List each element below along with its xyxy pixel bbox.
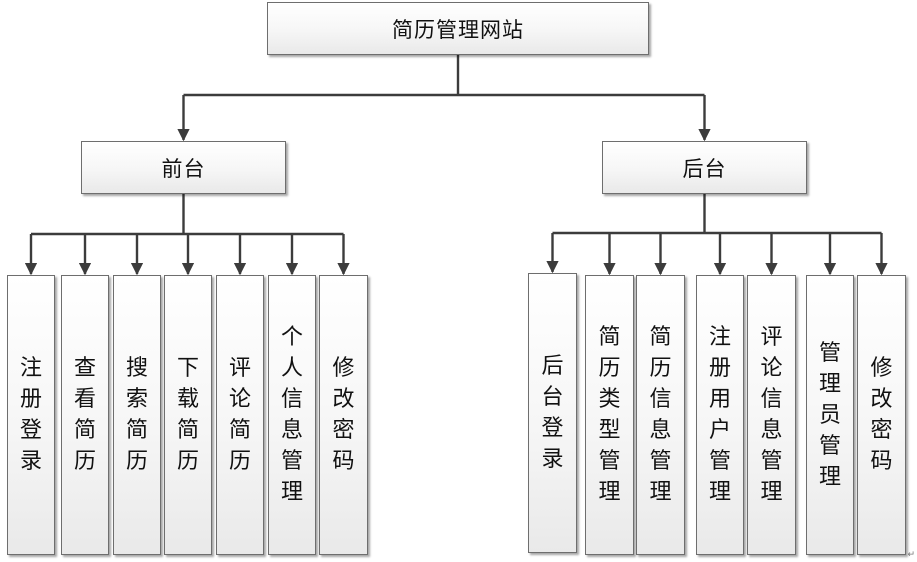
- module-label: 评论信息管理: [760, 325, 783, 505]
- frontend-module-comment-resume: 评论简历: [216, 275, 264, 555]
- frontend-module-download-resume: 下载简历: [164, 275, 212, 555]
- backend-module-registered-users: 注册用户管理: [696, 275, 744, 555]
- frontend-module-change-password: 修改密码: [319, 275, 368, 555]
- module-label: 个人信息管理: [280, 325, 303, 505]
- backend-node: 后台: [602, 141, 807, 194]
- module-label: 管理员管理: [818, 340, 841, 490]
- root-label: 简历管理网站: [392, 17, 524, 42]
- frontend-label: 前台: [161, 156, 206, 181]
- backend-module-comment-info: 评论信息管理: [747, 275, 796, 555]
- module-label: 注册登录: [19, 356, 42, 474]
- module-label: 注册用户管理: [708, 325, 731, 505]
- root-node: 简历管理网站: [267, 2, 649, 55]
- module-label: 评论简历: [228, 356, 251, 474]
- backend-module-admin-login: 后台登录: [528, 273, 577, 553]
- backend-module-change-password: 修改密码: [857, 275, 906, 555]
- frontend-module-register-login: 注册登录: [7, 275, 55, 555]
- module-label: 修改密码: [332, 356, 355, 474]
- frontend-module-search-resume: 搜索简历: [113, 275, 161, 555]
- return-mark-icon: ↵: [907, 550, 915, 560]
- frontend-module-personal-info: 个人信息管理: [268, 275, 316, 555]
- module-label: 简历类型管理: [598, 325, 621, 505]
- backend-module-resume-type: 简历类型管理: [585, 275, 634, 555]
- backend-module-resume-info: 简历信息管理: [636, 275, 685, 555]
- module-label: 下载简历: [176, 356, 199, 474]
- module-label: 简历信息管理: [649, 325, 672, 505]
- module-label: 后台登录: [541, 354, 564, 472]
- backend-module-administrators: 管理员管理: [806, 275, 854, 555]
- module-label: 查看简历: [73, 356, 96, 474]
- frontend-node: 前台: [81, 141, 286, 194]
- backend-label: 后台: [682, 156, 727, 181]
- module-label: 修改密码: [870, 356, 893, 474]
- module-label: 搜索简历: [125, 356, 148, 474]
- frontend-module-view-resume: 查看简历: [61, 275, 109, 555]
